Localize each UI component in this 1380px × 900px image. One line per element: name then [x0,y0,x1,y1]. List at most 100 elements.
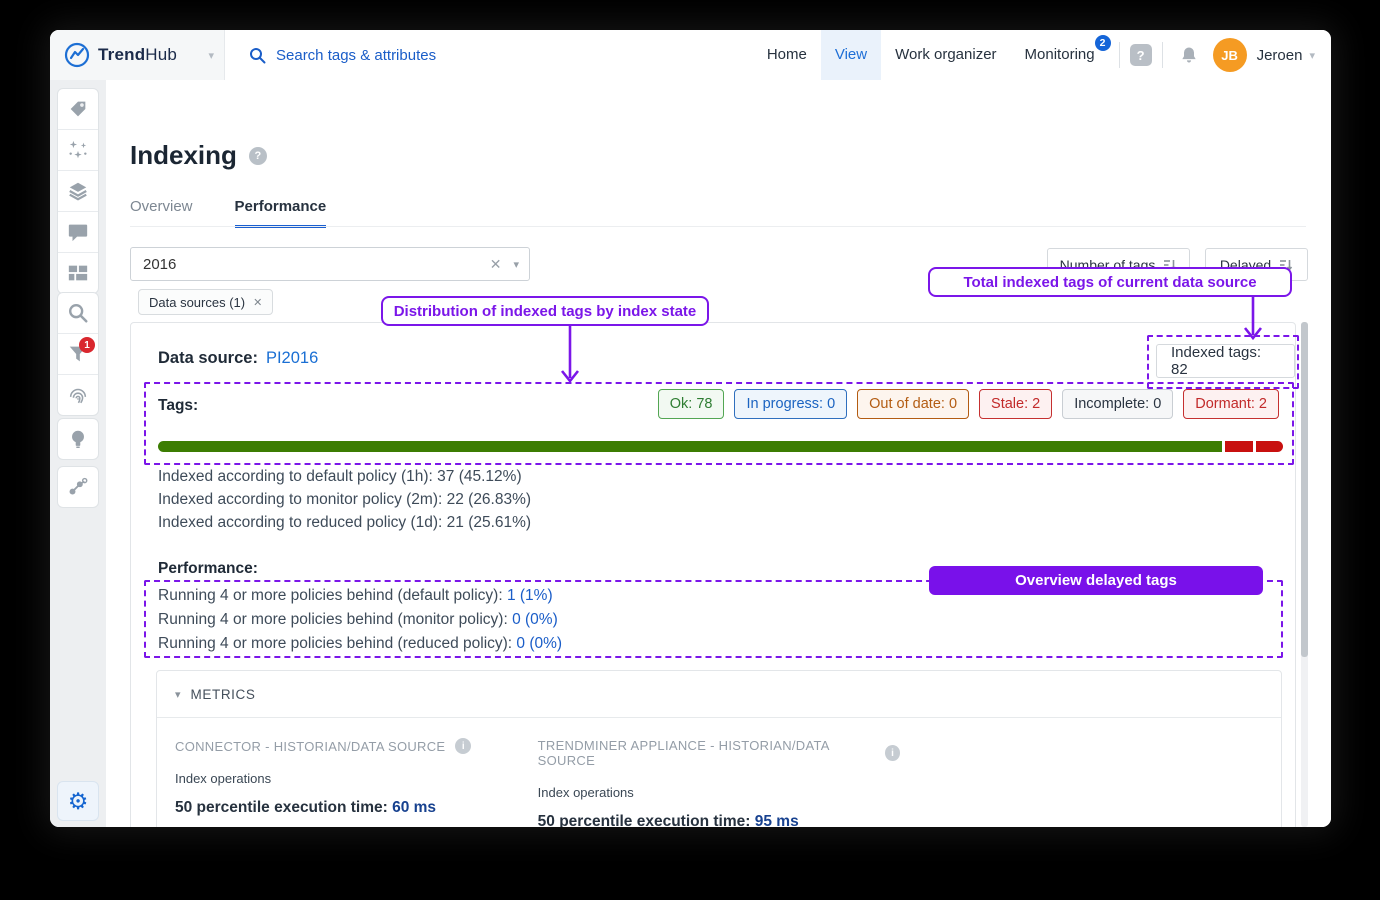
fingerprint-icon [69,388,87,404]
top-navbar: TrendHub ▾ Search tags & attributes Home… [50,30,1331,81]
bar-segment-ok [158,441,1223,452]
sidebar-item-context-graph[interactable] [58,467,98,507]
search-icon [250,47,266,63]
metric-group-label: Index operations [175,771,272,786]
tab-bar: Overview Performance [130,198,327,228]
metric-50th-percentile: 50 percentile execution time: 95 ms [537,813,799,827]
tag-icon [70,101,86,117]
clear-filter-icon[interactable]: ✕ [489,255,502,272]
info-icon[interactable]: i [885,745,901,761]
badge-out-of-date[interactable]: Out of date: 0 [857,389,970,419]
sidebar-item-fingerprint[interactable] [58,374,98,415]
performance-line-default: Running 4 or more policies behind (defau… [158,587,553,604]
settings-button[interactable]: ⚙ [57,781,99,821]
metrics-panel: ▾ METRICS CONNECTOR - HISTORIAN/DATA SOU… [156,670,1282,827]
sidebar-item-patterns[interactable] [58,129,98,170]
nav-home[interactable]: Home [766,46,807,63]
sidebar-group-context [57,466,99,508]
page-title: Indexing ? [130,140,267,171]
app-logo[interactable]: TrendHub ▾ [50,30,225,80]
metrics-column-connector: CONNECTOR - HISTORIAN/DATA SOURCE i Inde… [175,738,538,827]
layers-icon [69,182,87,201]
help-icon[interactable]: ? [1129,44,1152,66]
search-icon [69,304,88,323]
sidebar-item-tags[interactable] [58,89,98,129]
nav-monitoring[interactable]: Monitoring 2 [1011,30,1111,80]
nav-view[interactable]: View [820,30,882,80]
sidebar-item-search[interactable] [58,293,98,333]
bar-segment-stale [1225,441,1253,452]
policy-distribution: Indexed according to default policy (1h)… [158,465,531,534]
badge-in-progress[interactable]: In progress: 0 [734,389,848,419]
metrics-header[interactable]: ▾ METRICS [157,671,1281,718]
metric-group-label: Index operations [537,785,634,800]
monitoring-badge: 2 [1094,35,1111,51]
page-help-icon[interactable]: ? [248,146,267,165]
user-name[interactable]: Jeroen [1256,46,1303,64]
divider [1161,42,1163,68]
annotation-arrow-down [560,326,580,384]
sidebar-item-layers[interactable] [58,170,98,211]
datasource-label: Data source:PI2016 [158,349,319,367]
left-sidebar: 1 [50,80,106,827]
bar-segment-dormant [1255,441,1284,452]
user-avatar[interactable]: JB [1212,38,1247,72]
search-input[interactable]: Search tags & attributes [225,30,753,80]
vertical-scrollbar[interactable] [1301,322,1308,827]
policy-line-reduced: Indexed according to reduced policy (1d)… [158,514,532,531]
datasource-link[interactable]: PI2016 [265,349,319,367]
search-placeholder: Search tags & attributes [276,46,437,64]
app-window: TrendHub ▾ Search tags & attributes Home… [50,30,1331,827]
data-sources-filter-chip[interactable]: Data sources (1) ✕ [138,289,274,315]
scatter-sparkle-icon [69,140,87,159]
tag-filter-combobox[interactable]: ✕ ▾ [130,247,530,281]
annotation-total-indexed: Total indexed tags of current data sourc… [928,267,1292,297]
brand-name: TrendHub [98,45,178,64]
annotation-overview-delayed-tags: Overview delayed tags [929,566,1263,595]
performance-line-monitor: Running 4 or more policies behind (monit… [158,611,558,628]
tags-label: Tags: [158,397,199,414]
filter-value-input[interactable] [131,255,480,273]
dashboard-grid-icon [68,265,88,281]
policy-line-default: Indexed according to default policy (1h)… [158,468,522,485]
metrics-body: CONNECTOR - HISTORIAN/DATA SOURCE i Inde… [157,718,1281,827]
performance-label: Performance: [158,560,258,577]
metrics-column-appliance: TRENDMINER APPLIANCE - HISTORIAN/DATA SO… [538,738,901,827]
lightbulb-icon [72,430,84,448]
badge-dormant[interactable]: Dormant: 2 [1183,389,1279,419]
sidebar-item-filter[interactable]: 1 [58,333,98,374]
badge-stale[interactable]: Stale: 2 [979,389,1053,419]
tab-overview[interactable]: Overview [130,198,193,215]
sidebar-item-recommendations[interactable] [58,419,98,459]
nav-work-organizer[interactable]: Work organizer [895,46,997,63]
annotation-distribution: Distribution of indexed tags by index st… [381,296,709,326]
info-icon[interactable]: i [455,738,472,754]
filter-dropdown-chevron-icon[interactable]: ▾ [513,258,519,271]
chip-close-icon[interactable]: ✕ [253,296,263,309]
notifications-bell-icon[interactable] [1179,45,1199,65]
datasource-card: Data source:PI2016 Indexed tags: 82 Tags… [130,322,1299,827]
annotation-arrow-down [1243,297,1263,341]
policy-line-monitor: Indexed according to monitor policy (2m)… [158,491,532,508]
index-state-bar [158,441,1284,452]
sidebar-group-views [57,88,99,294]
user-menu-chevron-icon[interactable]: ▾ [1309,49,1315,62]
sidebar-group-search: 1 [57,292,99,416]
gear-icon: ⚙ [67,787,89,814]
chevron-down-icon[interactable]: ▾ [208,49,214,62]
badge-incomplete[interactable]: Incomplete: 0 [1062,389,1174,419]
tab-performance[interactable]: Performance [234,198,327,228]
metric-50th-percentile: 50 percentile execution time: 60 ms [175,799,437,816]
sidebar-item-dashboard[interactable] [58,252,98,293]
collapse-chevron-icon: ▾ [175,688,181,701]
scrollbar-thumb[interactable] [1301,322,1308,657]
node-graph-icon [69,477,88,495]
navbar-menu: Home View Work organizer Monitoring 2 ? … [753,30,1331,80]
trendhub-logo-icon [64,42,90,68]
index-state-badges: Ok: 78 In progress: 0 Out of date: 0 Sta… [657,389,1279,419]
badge-ok[interactable]: Ok: 78 [657,389,725,419]
indexed-tags-count: Indexed tags: 82 [1156,344,1295,378]
sidebar-item-comments[interactable] [58,211,98,252]
performance-lines: Running 4 or more policies behind (defau… [158,584,562,656]
sidebar-group-insights [57,418,99,460]
